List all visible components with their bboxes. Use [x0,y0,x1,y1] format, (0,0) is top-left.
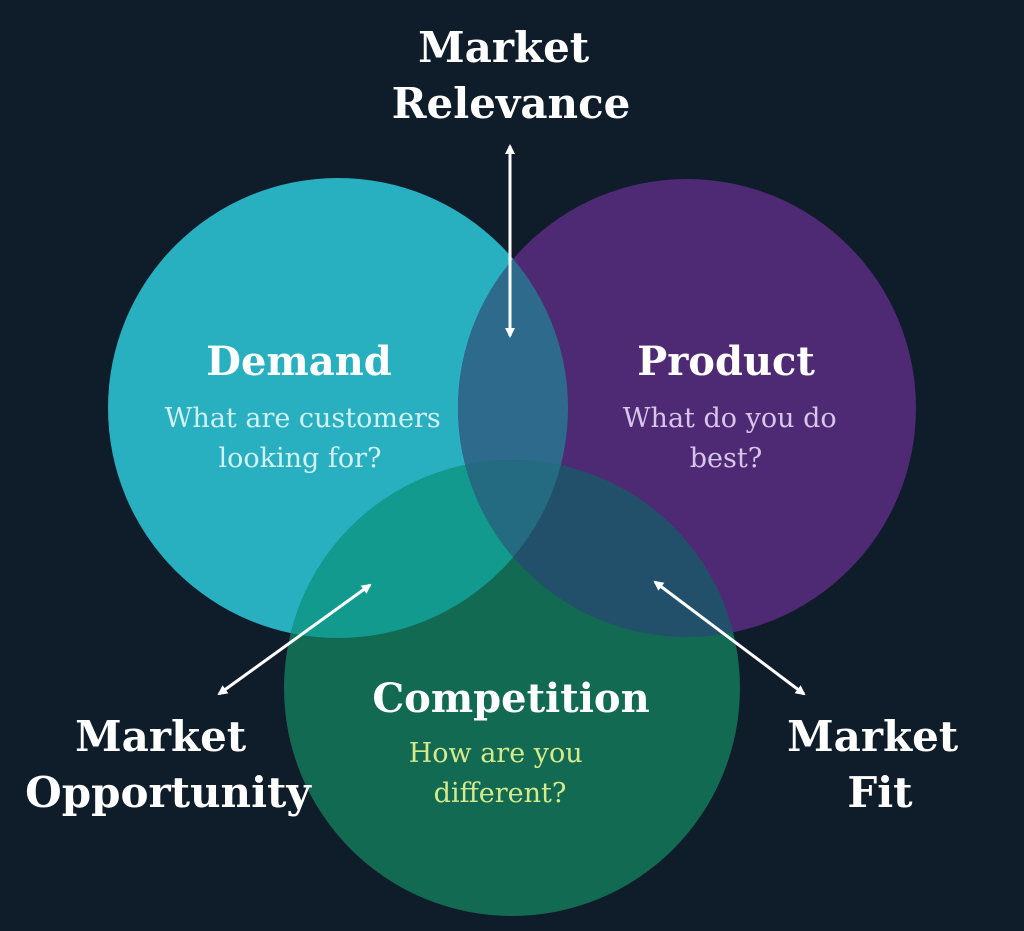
market-fit-label: Market Fit [787,712,973,817]
product-subtitle: What do you do best? [623,403,845,474]
product-title: Product [637,338,815,385]
subtitle-line: How are you [409,738,583,769]
demand-subtitle: What are customers looking for? [165,403,450,474]
demand-title: Demand [206,338,391,385]
market-opportunity-arrow [217,583,372,696]
label-line: Fit [847,768,913,817]
label-line: Market [787,712,959,761]
market-fit-arrow [653,580,806,696]
demand-competition-overlap [284,460,568,638]
label-line: Market [75,712,247,761]
subtitle-line: different? [434,778,567,809]
label-line: Opportunity [25,768,312,817]
competition-title: Competition [372,675,649,722]
subtitle-line: What do you do [623,403,837,434]
subtitle-line: looking for? [218,443,381,474]
subtitle-line: What are customers [165,403,441,434]
label-line: Relevance [392,79,631,128]
label-line: Market [418,23,590,72]
market-opportunity-label: Market Opportunity [25,712,312,817]
subtitle-line: best? [690,443,762,474]
market-relevance-label: Market Relevance [392,23,631,128]
product-competition-overlap [458,460,740,637]
competition-subtitle: How are you different? [409,738,592,809]
